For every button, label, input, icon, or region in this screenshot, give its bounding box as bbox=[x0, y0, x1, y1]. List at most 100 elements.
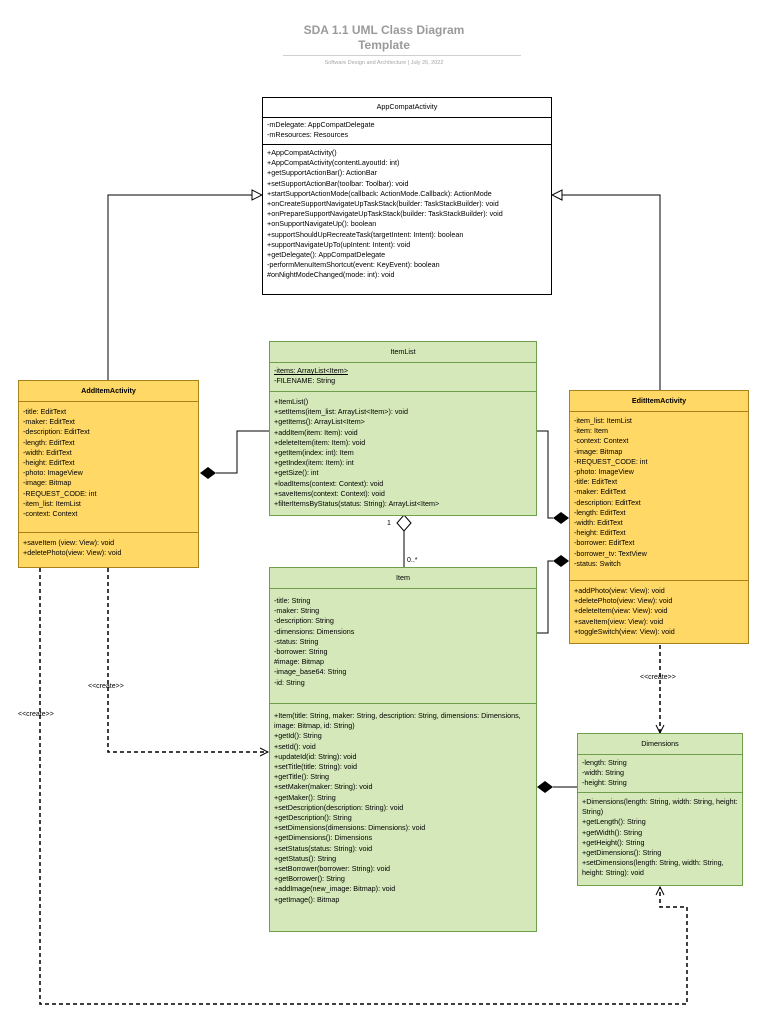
attribute: -maker: String bbox=[274, 606, 320, 616]
method: +deletePhoto(view: View): void bbox=[23, 548, 122, 558]
method: +startSupportActionMode(callback: Action… bbox=[267, 188, 492, 198]
method: +setSupportActionBar(toolbar: Toolbar): … bbox=[267, 178, 409, 188]
attribute: -mResources: Resources bbox=[267, 130, 349, 140]
method: -performMenuItemShortcut(event: KeyEvent… bbox=[267, 260, 440, 270]
attribute: -id: String bbox=[274, 677, 305, 687]
method: +addImage(new_image: Bitmap): void bbox=[274, 884, 396, 894]
method: +onCreateSupportNavigateUpTaskStack(buil… bbox=[267, 199, 499, 209]
attribute: -context: Context bbox=[23, 509, 78, 519]
method: +filterItemsByStatus(status: String): Ar… bbox=[274, 499, 440, 509]
class-name: EditItemActivity bbox=[570, 391, 748, 412]
attribute: #image: Bitmap bbox=[274, 657, 324, 667]
attribute: -item: Item bbox=[574, 426, 608, 436]
multiplicity-itemlist: 1 bbox=[387, 520, 391, 527]
attribute: -FILENAME: String bbox=[274, 376, 336, 386]
method: +toggleSwitch(view: View): void bbox=[574, 626, 675, 636]
method: +getWidth(): String bbox=[582, 827, 643, 837]
composition-edititem-itemlist bbox=[537, 430, 553, 519]
method: +onSupportNavigateUp(): boolean bbox=[267, 219, 377, 229]
composition-diamond-edit-item bbox=[553, 555, 569, 567]
attribute: -items: ArrayList<Item> bbox=[274, 366, 348, 375]
attribute: -maker: EditText bbox=[23, 417, 75, 427]
attribute: -height: String bbox=[582, 778, 627, 788]
method: +getImage(): Bitmap bbox=[274, 894, 340, 904]
attribute: -description: String bbox=[274, 616, 334, 626]
method: +deletePhoto(view: View): void bbox=[574, 596, 673, 606]
class-additemactivity[interactable]: AddItemActivity -title: EditText -maker:… bbox=[18, 380, 199, 568]
composition-diamond-additem bbox=[200, 467, 216, 479]
method: +setMaker(maker: String): void bbox=[274, 782, 373, 792]
attributes-section: -title: String -maker: String -descripti… bbox=[270, 589, 536, 704]
composition-diamond-item-dim bbox=[537, 781, 553, 793]
method: +getSupportActionBar(): ActionBar bbox=[267, 168, 378, 178]
inheritance-edititem bbox=[552, 195, 661, 390]
attribute: -item_list: ItemList bbox=[23, 498, 81, 508]
class-edititemactivity[interactable]: EditItemActivity -item_list: ItemList -i… bbox=[569, 390, 749, 644]
diagram-title: SDA 1.1 UML Class Diagram bbox=[303, 23, 465, 37]
attributes-section: -items: ArrayList<Item> -FILENAME: Strin… bbox=[270, 363, 536, 392]
method: +setDimensions(length: String, width: St… bbox=[582, 858, 724, 878]
diagram-title-line2: Template bbox=[358, 38, 410, 52]
attribute: -borrower: String bbox=[274, 647, 328, 657]
method: +getIndex(item: Item): int bbox=[274, 458, 354, 468]
method: +getBorrower(): String bbox=[274, 874, 345, 884]
attribute: -width: String bbox=[582, 768, 624, 778]
composition-additem-itemlist bbox=[216, 430, 269, 474]
method: +supportNavigateUpTo(upIntent: Intent): … bbox=[267, 239, 411, 249]
class-itemlist[interactable]: ItemList -items: ArrayList<Item> -FILENA… bbox=[269, 341, 537, 516]
method: +getId(): String bbox=[274, 731, 322, 741]
method: +ItemList() bbox=[274, 397, 309, 406]
methods-section: +addPhoto(view: View): void +deletePhoto… bbox=[570, 581, 748, 639]
class-name: Dimensions bbox=[578, 734, 742, 755]
class-appcompatactivity[interactable]: AppCompatActivity -mDelegate: AppCompatD… bbox=[262, 97, 552, 295]
attributes-section: -item_list: ItemList -item: Item -contex… bbox=[570, 412, 748, 581]
create-label-additem-item: <<create>> bbox=[88, 683, 124, 690]
method: +getSize(): int bbox=[274, 468, 319, 478]
method: +deleteItem(item: Item): void bbox=[274, 437, 366, 447]
methods-section: +AppCompatActivity() +AppCompatActivity(… bbox=[263, 145, 551, 283]
create-label-additem-dim: <<create>> bbox=[18, 711, 54, 718]
inheritance-additem bbox=[107, 195, 262, 380]
method: +loadItems(context: Context): void bbox=[274, 478, 384, 488]
method: +updateId(id: String): void bbox=[274, 751, 357, 761]
method: +setId(): void bbox=[274, 741, 316, 751]
class-name: ItemList bbox=[270, 342, 536, 363]
class-dimensions[interactable]: Dimensions -length: String -width: Strin… bbox=[577, 733, 743, 886]
method: +setItems(item_list: ArrayList<Item>): v… bbox=[274, 407, 409, 417]
method: +getLength(): String bbox=[582, 817, 646, 827]
attribute: -title: EditText bbox=[23, 407, 67, 416]
attribute: -borrower: EditText bbox=[574, 538, 635, 548]
diagram-subtitle: Software Design and Architecture | July … bbox=[324, 60, 444, 66]
method: +getStatus(): String bbox=[274, 853, 337, 863]
attribute: -borrower_tv: TextView bbox=[574, 548, 647, 558]
attribute: -maker: EditText bbox=[574, 487, 626, 497]
method: +saveItems(context: Context): void bbox=[274, 488, 385, 498]
attribute: -image: Bitmap bbox=[574, 446, 623, 456]
attribute: -photo: ImageView bbox=[574, 467, 634, 477]
attribute: -item_list: ItemList bbox=[574, 416, 632, 425]
attribute: -title: String bbox=[274, 596, 311, 605]
class-name: AppCompatActivity bbox=[263, 98, 551, 118]
multiplicity-item: 0..* bbox=[407, 557, 418, 564]
method: +deleteItem(view: View): void bbox=[574, 606, 668, 616]
attributes-section: -mDelegate: AppCompatDelegate -mResource… bbox=[263, 118, 551, 145]
attribute: -image: Bitmap bbox=[23, 478, 72, 488]
attribute: -length: EditText bbox=[23, 437, 75, 447]
attribute: -title: EditText bbox=[574, 477, 618, 487]
attribute: -length: EditText bbox=[574, 507, 626, 517]
method: #onNightModeChanged(mode: int): void bbox=[267, 270, 395, 280]
composition-diamond-edit-list bbox=[553, 512, 569, 524]
class-name: AddItemActivity bbox=[19, 381, 198, 402]
method: +setDimensions(dimensions: Dimensions): … bbox=[274, 823, 426, 833]
create-dependency-additem-item bbox=[107, 568, 268, 752]
method: +getDelegate(): AppCompatDelegate bbox=[267, 250, 386, 260]
method: +getItem(index: int): Item bbox=[274, 448, 354, 458]
method: +saveItem (view: View): void bbox=[23, 538, 115, 547]
attribute: -height: EditText bbox=[23, 458, 75, 468]
attribute: -width: EditText bbox=[23, 447, 72, 457]
class-item[interactable]: Item -title: String -maker: String -desc… bbox=[269, 567, 537, 932]
methods-section: +Dimensions(length: String, width: Strin… bbox=[578, 793, 742, 881]
attribute: -description: EditText bbox=[574, 497, 641, 507]
method: +setStatus(status: String): void bbox=[274, 843, 373, 853]
composition-edititem-item bbox=[537, 560, 553, 634]
